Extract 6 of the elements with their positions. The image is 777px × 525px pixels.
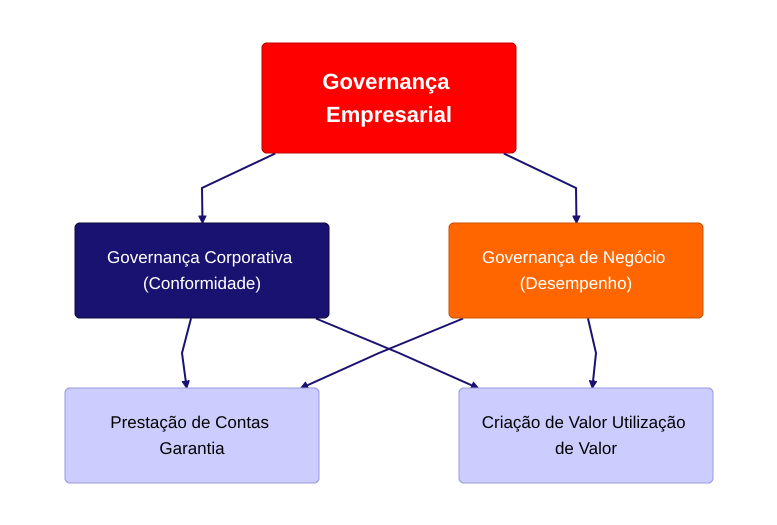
arrow (586, 318, 597, 388)
arrow (198, 152, 276, 224)
arrow (180, 318, 192, 388)
arrow (315, 317, 479, 389)
arrow (502, 152, 580, 224)
arrow (299, 317, 463, 389)
